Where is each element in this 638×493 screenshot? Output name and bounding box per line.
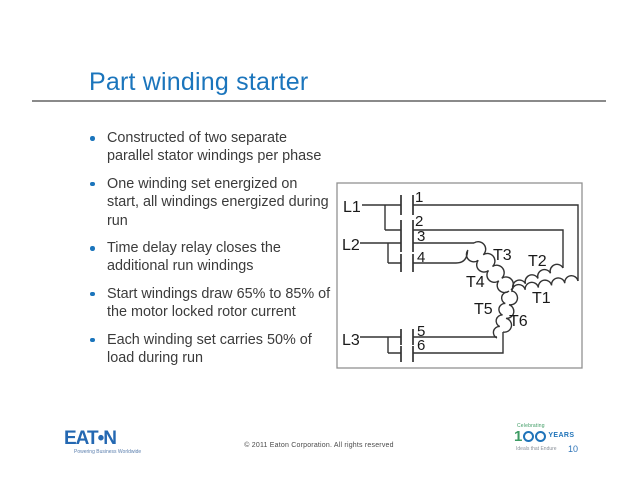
bullet-dot-icon [90,181,95,187]
label-t2: T2 [528,253,547,270]
list-item: Start windings draw 65% to 85% of the mo… [89,285,333,322]
centennial-one: 1 [514,428,523,445]
label-l2: L2 [342,237,360,254]
label-l1: L1 [343,199,361,216]
list-item: Constructed of two separate parallel sta… [89,129,333,166]
label-t1: T1 [532,290,551,307]
label-t4: T4 [466,274,485,291]
coil-t4 [465,249,510,294]
label-l3: L3 [342,332,360,349]
list-item: Time delay relay closes the additional r… [89,239,333,276]
wires-l3 [360,332,504,354]
coil-t3 [473,241,515,291]
title-divider [32,100,606,102]
bullet-list: Constructed of two separate parallel sta… [89,129,335,376]
coil-t5 [492,291,509,339]
list-item: One winding set energized on start, all … [89,175,333,230]
wires-l2 [360,242,474,264]
label-contact-3: 3 [417,228,425,245]
eaton-tagline: Powering Business Worldwide [74,449,142,455]
bullet-text: Start windings draw 65% to 85% of the mo… [107,285,331,321]
wires-l1 [362,204,579,281]
eaton-logo: EAT•N Powering Business Worldwide [64,428,141,455]
bullet-dot-icon [90,246,95,251]
copyright-text: © 2011 Eaton Corporation. All rights res… [244,442,394,449]
bullet-dot-icon [90,291,95,297]
diagram-border [336,182,583,369]
centennial-100-years: 1 YEARS [514,429,578,444]
label-t6: T6 [509,313,528,330]
centennial-logo: Celebrating 1 YEARS Ideals that Endure [514,423,578,452]
centennial-celebrating: Celebrating [517,423,545,429]
bullet-text: One winding set energized on start, all … [107,175,329,229]
eaton-wordmark: EAT•N [64,428,117,449]
coil-t2 [511,263,564,290]
coil-t6 [502,290,519,333]
page-number: 10 [568,444,579,454]
label-t5: T5 [474,301,493,318]
bullet-dot-icon [90,136,95,141]
contact-bars [400,195,414,362]
label-contact-4: 4 [417,249,425,266]
list-item: Each winding set carries 50% of load dur… [89,331,333,368]
label-contact-2: 2 [415,213,423,230]
label-contact-6: 6 [417,337,425,354]
bullet-text: Constructed of two separate parallel sta… [107,130,322,165]
centennial-tagline: Ideals that Endure [516,445,557,452]
label-contact-1: 1 [415,189,423,206]
bullet-text: Each winding set carries 50% of load dur… [107,331,312,367]
bullet-text: Time delay relay closes the additional r… [107,240,281,275]
page-title: Part winding starter [89,68,309,96]
zero-ring-icon [523,430,535,442]
zero-ring-icon [535,430,547,442]
coil-t1 [511,275,579,293]
label-contact-5: 5 [417,323,425,340]
bullet-dot-icon [90,337,95,343]
label-t3: T3 [493,247,512,264]
part-winding-circuit-diagram: L1 L2 L3 1 2 3 4 5 6 T1 T2 T3 T4 T5 T6 [336,182,583,369]
centennial-years: YEARS [548,432,575,439]
